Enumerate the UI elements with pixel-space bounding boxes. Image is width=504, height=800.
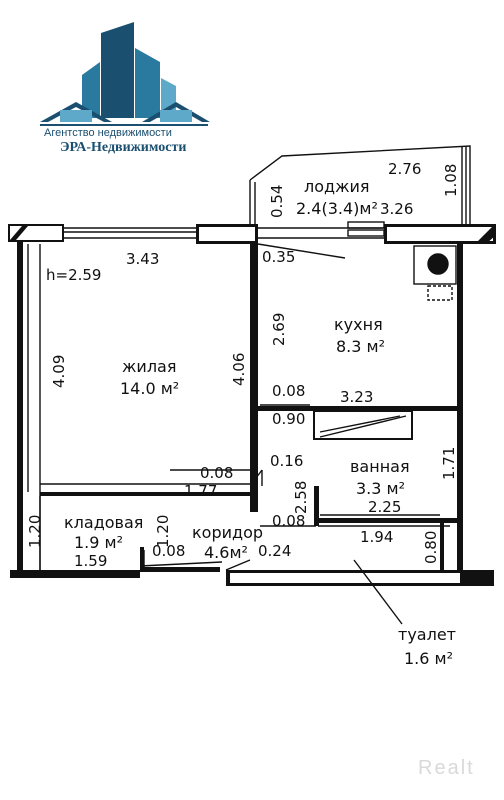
dim-storage-width: 1.77 [184,482,217,500]
dim-loggia-inner: 3.26 [380,200,413,218]
dim-corridor-post: 0.16 [270,452,303,470]
wall-partition-vertical [250,244,258,512]
watermark: Realt [418,757,475,779]
stove-burner [427,253,449,275]
wall-bath-left [314,486,319,526]
dim-loggia-depth: 1.08 [442,164,460,197]
wall-block-right-hatch [478,227,496,244]
dim-kitchen-notch: 0.35 [262,248,295,266]
wall-bottom-right-hatch [470,573,494,586]
toilet-pointer [353,559,403,625]
walls [8,224,496,586]
dim-partition-depth: 4.06 [230,353,248,386]
room-kitchen-name: кухня [334,315,383,334]
dim-corridor-side: 2.58 [292,481,310,514]
dimension-labels: 2.76 1.08 0.54 3.26 3.43 0.35 2.69 4.09 … [26,160,460,570]
dim-storage-door: 1.59 [74,552,107,570]
room-living-name: жилая [122,357,176,376]
window-block-left-hatch [10,226,28,240]
dim-storage-depth-b: 1.20 [154,515,172,548]
bathtub [313,410,413,440]
room-toilet-area: 1.6 м² [404,649,453,668]
wall-block-right-top-fill [387,227,493,241]
dim-toilet-width: 1.94 [360,528,393,546]
room-storage-area: 1.9 м² [74,533,123,552]
wall-storage-top [40,492,250,496]
room-corridor-area: 4.6м² [204,543,248,562]
wall-storage-right [140,547,144,570]
wall-right-exterior [457,244,463,574]
logo-roof-left [40,102,112,122]
logo-underline [40,124,208,126]
logo-line-1: Агентство недвижимости [44,127,172,139]
room-labels: лоджия 2.4(3.4)м² кухня 8.3 м² жилая 14.… [64,177,456,668]
dim-bath-depth: 1.71 [440,447,458,480]
dim-loggia-width: 2.76 [388,160,421,178]
logo-house-right [160,110,192,122]
wall-left-exterior [17,241,23,576]
dim-entrance-wall: 0.24 [258,542,291,560]
dim-storage-wall: 0.08 [200,464,233,482]
loggia-outline [249,145,471,226]
dim-kitchen-wall-b: 0.90 [272,410,305,428]
room-bathroom-area: 3.3 м² [356,479,405,498]
wall-bath-top [258,406,457,411]
dim-living-depth: 4.09 [50,355,68,388]
dim-living-width: 3.43 [126,250,159,268]
agency-logo: Агентство недвижимости ЭРА-Недвижимости [40,22,210,155]
stove [413,245,457,285]
dim-toilet-depth: 0.80 [422,531,440,564]
dim-bath-inner: 2.25 [368,498,401,516]
wall-block-partition-top-fill [199,227,255,241]
logo-building-left [82,62,100,118]
dim-kitchen-wall-a: 0.08 [272,382,305,400]
dim-bath-width: 3.23 [340,388,373,406]
wall-bottom-left-door [140,567,220,572]
dim-storage-depth-a: 1.20 [26,515,44,548]
ceiling-height: h=2.59 [46,266,101,284]
thin-lines [27,145,471,625]
wall-bottom-right-fill [230,573,460,583]
wall-toilet-right [440,520,444,570]
room-bathroom-name: ванная [350,457,410,476]
dim-kitchen-depth: 2.69 [270,313,288,346]
logo-building-right [135,48,160,118]
room-living-area: 14.0 м² [120,379,179,398]
room-loggia-area: 2.4(3.4)м² [296,199,378,218]
dim-loggia-side: 0.54 [268,185,286,218]
wall-bath-bottom [318,518,457,523]
dim-corridor-wall: 0.08 [272,512,305,530]
logo-building-center [101,22,134,118]
logo-house-left [60,110,92,122]
wall-bottom-left [10,570,140,578]
dim-corridor-wall-b: 0.08 [152,542,185,560]
room-storage-name: кладовая [64,513,143,532]
logo-line-2: ЭРА-Недвижимости [60,140,186,155]
room-corridor-name: коридор [192,523,263,542]
logo-roof-right [142,102,210,122]
room-kitchen-area: 8.3 м² [336,337,385,356]
room-loggia-name: лоджия [304,177,370,196]
room-toilet-name: туалет [398,625,456,644]
loggia-door [347,221,385,229]
